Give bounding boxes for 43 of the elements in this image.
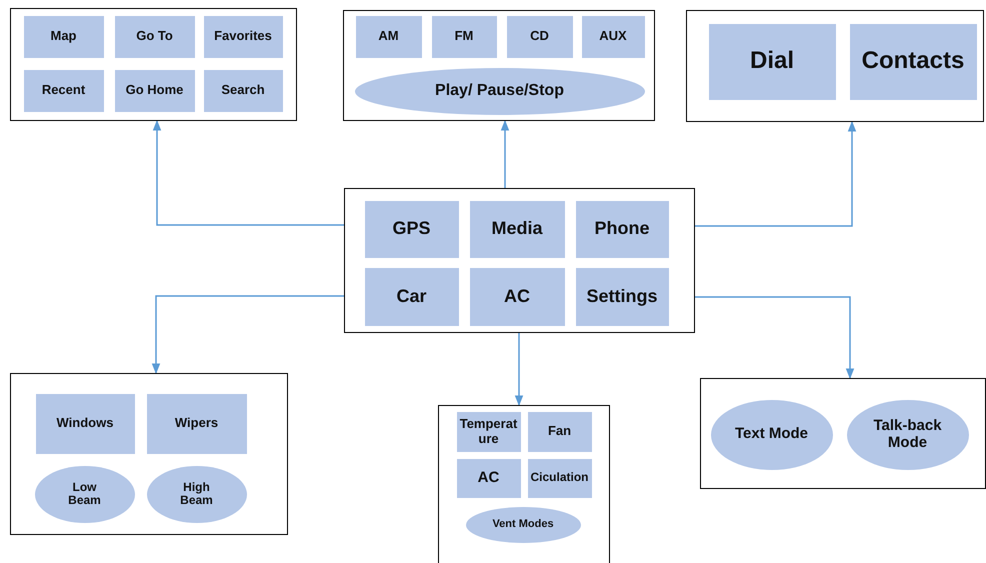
option-tile: Dial <box>708 24 836 100</box>
option-tile: Fan <box>528 412 592 452</box>
option-oval: Low Beam <box>34 466 134 522</box>
option-tile: Media <box>470 200 564 258</box>
option-tile: Go To <box>114 16 194 58</box>
option-oval: High Beam <box>146 466 246 522</box>
option-tile: AC <box>470 268 564 326</box>
option-oval: Play/ Pause/Stop <box>354 68 644 114</box>
option-tile: AC <box>456 458 520 498</box>
arrow <box>695 296 854 380</box>
arrow <box>514 333 524 406</box>
option-tile: Phone <box>576 200 668 258</box>
option-tile: Go Home <box>114 70 194 112</box>
option-tile: Contacts <box>850 24 976 100</box>
arrow <box>152 120 344 226</box>
option-tile: Recent <box>24 70 104 112</box>
option-tile: FM <box>432 16 496 58</box>
option-tile: CD <box>506 16 572 58</box>
option-tile: Favorites <box>204 16 282 58</box>
group-panel <box>438 405 610 563</box>
group-panel <box>343 10 655 121</box>
option-tile: Temperature <box>456 412 520 452</box>
option-tile: Ciculation <box>528 458 592 498</box>
arrow <box>152 295 344 374</box>
option-tile: AUX <box>582 16 644 58</box>
option-tile: Map <box>24 16 104 58</box>
option-tile: Settings <box>576 268 668 326</box>
group-panel <box>10 373 288 535</box>
option-tile: Wipers <box>146 394 246 454</box>
option-tile: Car <box>364 268 458 326</box>
option-tile: Search <box>204 70 282 112</box>
option-tile: AM <box>356 16 422 58</box>
option-tile: GPS <box>364 200 458 258</box>
option-oval: Vent Modes <box>466 506 580 542</box>
arrow <box>695 120 856 227</box>
arrow <box>500 120 510 188</box>
option-oval: Talk-back Mode <box>846 400 968 470</box>
group-panel <box>10 8 297 121</box>
group-panel <box>344 188 695 333</box>
group-panel <box>700 378 986 489</box>
option-tile: Windows <box>36 394 134 454</box>
group-panel <box>686 10 984 122</box>
option-oval: Text Mode <box>710 400 832 470</box>
